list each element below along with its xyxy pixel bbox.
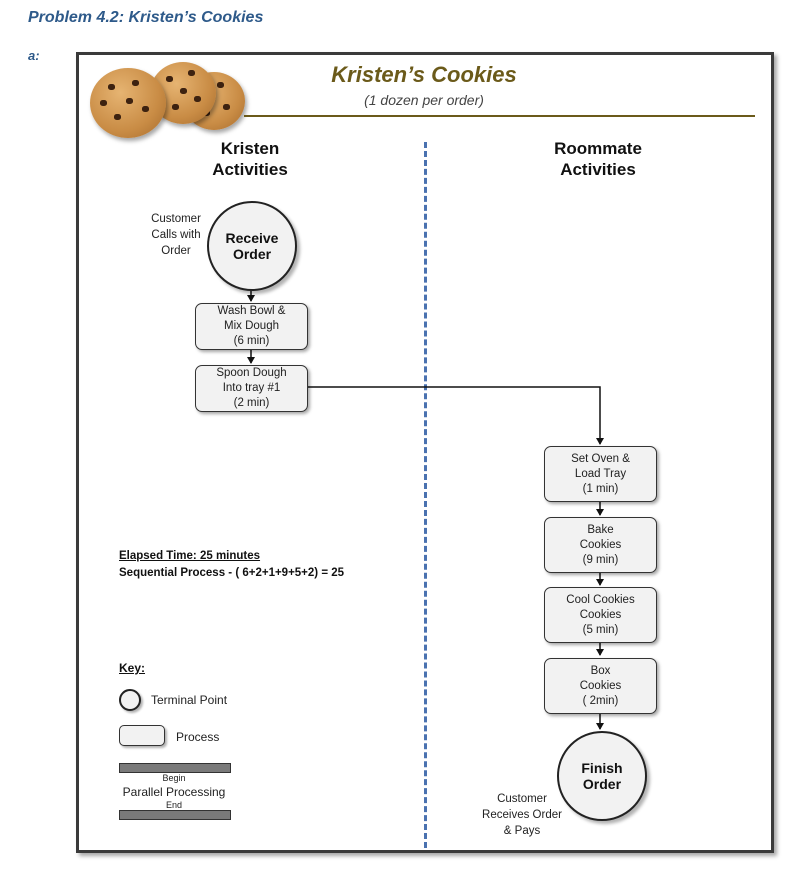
- receive-order-node: Receive Order: [207, 201, 297, 291]
- sequential-process: Sequential Process - ( 6+2+1+9+5+2) = 25: [119, 567, 345, 579]
- chart-title: Kristen’s Cookies: [331, 62, 517, 87]
- lane-divider: [424, 142, 427, 848]
- customer-calls-note: Customer Calls with Order: [151, 213, 201, 257]
- chart-subtitle: (1 dozen per order): [364, 92, 484, 108]
- spoon-dough-process: Spoon Dough Into tray #1 (2 min): [195, 365, 308, 412]
- key-begin-label: Begin: [162, 773, 186, 783]
- box-process: Box Cookies ( 2min): [544, 658, 657, 714]
- cookie-image: [88, 60, 248, 140]
- cool-process: Cool Cookies Cookies (5 min): [544, 587, 657, 643]
- key-parallel-label: Parallel Processing: [122, 785, 226, 799]
- finish-order-node: Finish Order: [557, 731, 647, 821]
- key-begin-bar: [119, 763, 231, 773]
- arrow-spoon-to-setoven: [308, 386, 604, 445]
- key-process-icon: [119, 725, 165, 746]
- part-label: a:: [28, 48, 40, 63]
- key-end-bar: [119, 810, 231, 820]
- wash-bowl-process: Wash Bowl & Mix Dough (6 min): [195, 303, 308, 350]
- title-rule: [244, 115, 755, 117]
- customer-receives-note: Customer Receives Order & Pays: [482, 793, 562, 837]
- lane-header-kristen: Kristen Activities: [212, 139, 288, 179]
- key-process-label: Process: [176, 730, 220, 744]
- key-terminal-label: Terminal Point: [151, 693, 228, 707]
- elapsed-time: Elapsed Time: 25 minutes: [119, 550, 261, 562]
- set-oven-process: Set Oven & Load Tray (1 min): [544, 446, 657, 502]
- elapsed-summary: Elapsed Time: 25 minutes Sequential Proc…: [119, 548, 344, 582]
- problem-title: Problem 4.2: Kristen’s Cookies: [28, 9, 264, 26]
- lane-header-roommate: Roommate Activities: [554, 139, 642, 179]
- key-end-label: End: [165, 800, 182, 810]
- key-terminal-icon: [119, 689, 141, 711]
- bake-process: Bake Cookies (9 min): [544, 517, 657, 573]
- key-title: Key:: [119, 661, 146, 675]
